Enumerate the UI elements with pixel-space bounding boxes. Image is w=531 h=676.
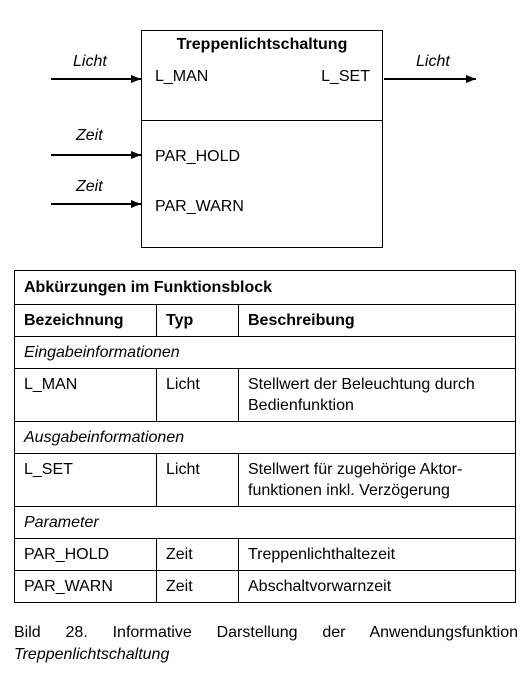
function-block-divider — [142, 120, 382, 121]
signal-wires — [51, 75, 476, 208]
abbreviation-table: Abkürzungen im Funktionsblock Bezeichnun… — [14, 270, 516, 603]
figure-caption-text: Bild 28. Informative Darstellung der Anw… — [14, 624, 518, 641]
cell-name: L_MAN — [14, 368, 157, 422]
section-title: Eingabeinformationen — [14, 336, 516, 369]
figure-caption: Bild 28. Informative Darstellung der Anw… — [14, 622, 518, 666]
table-row: L_MAN Licht Stellwert der Beleuchtung du… — [14, 368, 516, 422]
section-title: Parameter — [14, 506, 516, 539]
cell-type: Licht — [156, 453, 239, 507]
cell-type: Zeit — [156, 538, 239, 571]
column-header-beschreibung: Beschreibung — [238, 304, 516, 337]
input-signal-label-zeit-warn: Zeit — [76, 178, 103, 195]
port-l-man: L_MAN — [155, 68, 209, 85]
function-block-title: Treppenlichtschaltung — [176, 36, 348, 53]
cell-type: Zeit — [156, 570, 239, 603]
cell-description: Abschaltvorwarnzeit — [238, 570, 516, 603]
input-signal-label-zeit-hold: Zeit — [76, 127, 103, 144]
table-header-row: Bezeichnung Typ Beschreibung — [14, 304, 516, 337]
cell-description: Treppenlichthaltezeit — [238, 538, 516, 571]
figure-caption-emphasis: Treppenlichtschaltung — [14, 646, 170, 663]
table-row: PAR_HOLD Zeit Treppenlichthaltezeit — [14, 538, 516, 571]
table-caption: Abkürzungen im Funktionsblock — [14, 270, 516, 305]
column-header-bezeichnung: Bezeichnung — [14, 304, 157, 337]
column-header-typ: Typ — [156, 304, 239, 337]
cell-type: Licht — [156, 368, 239, 422]
table-row: PAR_WARN Zeit Abschaltvorwarnzeit — [14, 570, 516, 603]
cell-name: PAR_WARN — [14, 570, 157, 603]
port-par-hold: PAR_HOLD — [155, 148, 241, 165]
port-l-set: L_SET — [321, 68, 370, 85]
table-caption-row: Abkürzungen im Funktionsblock — [14, 270, 516, 305]
port-par-warn: PAR_WARN — [155, 198, 244, 215]
cell-description: Stellwert der Beleuchtung durch Bedienfu… — [238, 368, 516, 422]
function-block: Treppenlichtschaltung L_MAN L_SET PAR_HO… — [141, 30, 383, 248]
output-signal-label-licht: Licht — [416, 53, 450, 70]
function-block-diagram: Licht Licht Zeit Zeit Treppenlichtschalt… — [0, 0, 531, 262]
section-row-ausgabe: Ausgabeinformationen — [14, 421, 516, 454]
section-row-eingabe: Eingabeinformationen — [14, 336, 516, 369]
cell-description: Stellwert für zugehörige Aktor-funktione… — [238, 453, 516, 507]
table-row: L_SET Licht Stellwert für zugehörige Akt… — [14, 453, 516, 507]
cell-name: L_SET — [14, 453, 157, 507]
cell-name: PAR_HOLD — [14, 538, 157, 571]
section-row-parameter: Parameter — [14, 506, 516, 539]
input-signal-label-licht: Licht — [73, 53, 107, 70]
section-title: Ausgabeinformationen — [14, 421, 516, 454]
